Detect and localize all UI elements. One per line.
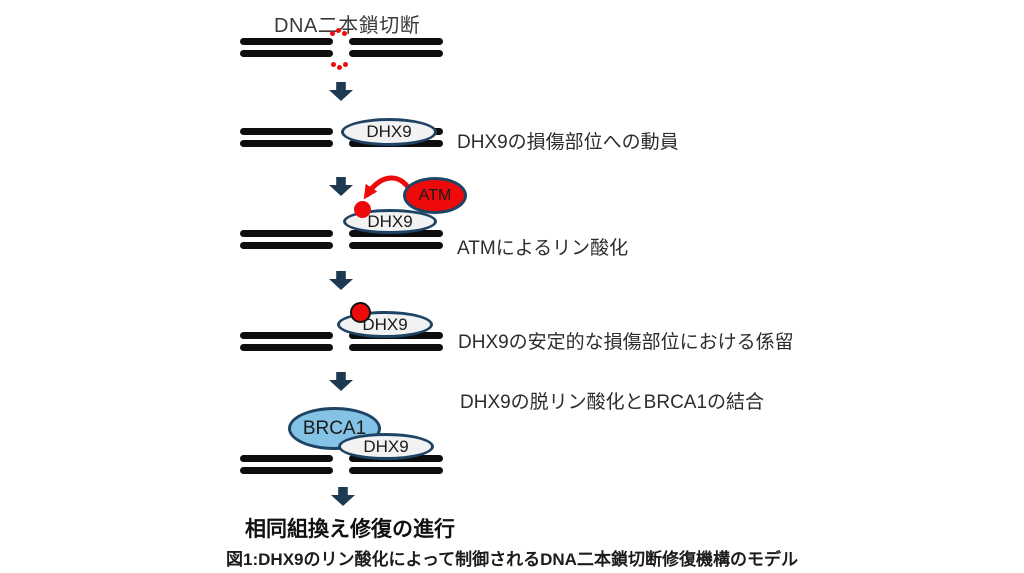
step-label-recruitment: DHX9の損傷部位への動員 (457, 132, 679, 153)
dhx9-ellipse: DHX9 (338, 433, 434, 460)
dna-strand-segment (240, 38, 333, 45)
dna-strand-segment (349, 344, 443, 351)
step-label-dephosphorylation: DHX9の脱リン酸化とBRCA1の結合 (460, 392, 765, 413)
dna-strand-segment (349, 242, 443, 249)
dhx9-ellipse: DHX9 (341, 118, 437, 146)
step-label-phosphorylation: ATMによるリン酸化 (457, 238, 629, 259)
phosphate-icon (354, 201, 371, 218)
dsb-mark-icon (331, 62, 336, 67)
dhx9-ellipse: DHX9 (343, 209, 437, 234)
down-arrow-icon (329, 271, 353, 290)
dhx9-label: DHX9 (367, 211, 413, 231)
dna-strand-segment (240, 332, 333, 339)
down-arrow-icon (329, 82, 353, 101)
dna-strand-segment (240, 140, 333, 147)
final-step-text: 相同組換え修復の進行 (245, 518, 455, 541)
phosphate-icon (350, 302, 371, 323)
dhx9-label: DHX9 (366, 122, 412, 141)
figure-caption: 図1:DHX9のリン酸化によって制御されるDNA二本鎖切断修復機構のモデル (226, 550, 798, 569)
atm-ellipse: ATM (403, 177, 467, 214)
dna-strand-segment (240, 344, 333, 351)
brca1-ellipse: BRCA1 (288, 407, 381, 450)
dna-strand-segment (240, 242, 333, 249)
dna-strand-segment (240, 50, 333, 57)
dna-strand-segment (240, 455, 333, 462)
brca1-label: BRCA1 (302, 417, 367, 439)
figure-title: DNA二本鎖切断 (274, 15, 421, 37)
dna-strand-segment (240, 230, 333, 237)
dna-strand-segment (240, 467, 333, 474)
dna-strand-segment (349, 50, 443, 57)
dsb-mark-icon (336, 28, 341, 33)
step-label-tethering: DHX9の安定的な損傷部位における係留 (458, 332, 794, 353)
atm-label: ATM (418, 186, 452, 204)
dsb-mark-icon (337, 65, 342, 70)
dna-strand-segment (349, 467, 443, 474)
dna-strand-segment (240, 128, 333, 135)
dhx9-label: DHX9 (363, 436, 409, 456)
dna-strand-segment (349, 38, 443, 45)
down-arrow-icon (331, 487, 355, 506)
dsb-mark-icon (343, 62, 348, 67)
down-arrow-icon (329, 372, 353, 391)
dsb-mark-icon (330, 31, 335, 36)
dhx9-label: DHX9 (362, 314, 408, 334)
dsb-mark-icon (342, 31, 347, 36)
